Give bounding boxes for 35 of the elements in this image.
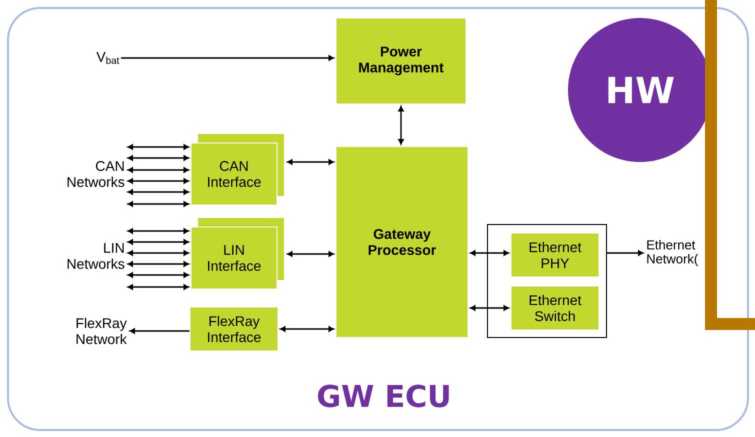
- arrow: [128, 239, 189, 245]
- arrow: [128, 272, 189, 278]
- arrow: [128, 189, 189, 195]
- arrow: [121, 55, 334, 61]
- block-box: Ethernet Switch: [510, 286, 600, 330]
- arrow: [128, 250, 189, 256]
- network-label: CAN Networks: [68, 161, 124, 187]
- arrow: [607, 250, 644, 256]
- arrow: [128, 228, 189, 234]
- network-label: LIN Networks: [68, 243, 124, 269]
- ethernet-group-box: [487, 224, 607, 338]
- block-box: Gateway Processor: [336, 146, 468, 338]
- block-box: Power Management: [336, 18, 466, 104]
- interface-box: LIN Interface: [190, 218, 284, 290]
- arrow: [280, 326, 334, 332]
- arrow: [470, 250, 509, 256]
- arrow: [470, 305, 509, 311]
- arrow: [128, 144, 189, 150]
- arrow: [287, 159, 334, 165]
- frame-title: GW ECU: [318, 384, 449, 408]
- arrow: [130, 328, 190, 334]
- arrow: [128, 261, 189, 267]
- block-box: Ethernet PHY: [510, 232, 600, 278]
- arrow: [398, 106, 404, 144]
- arrow: [128, 178, 189, 184]
- arrow: [128, 155, 189, 161]
- arrow: [287, 251, 334, 257]
- block-box: FlexRay Interface: [190, 306, 278, 352]
- network-label: FlexRay Network: [76, 318, 127, 344]
- interface-box: CAN Interface: [190, 134, 284, 206]
- arrow: [128, 284, 189, 290]
- arrow: [128, 167, 189, 173]
- supply-label: V$_{bat}$: [96, 52, 120, 64]
- arrow: [128, 201, 189, 207]
- network-label: Ethernet Network(: [647, 240, 698, 266]
